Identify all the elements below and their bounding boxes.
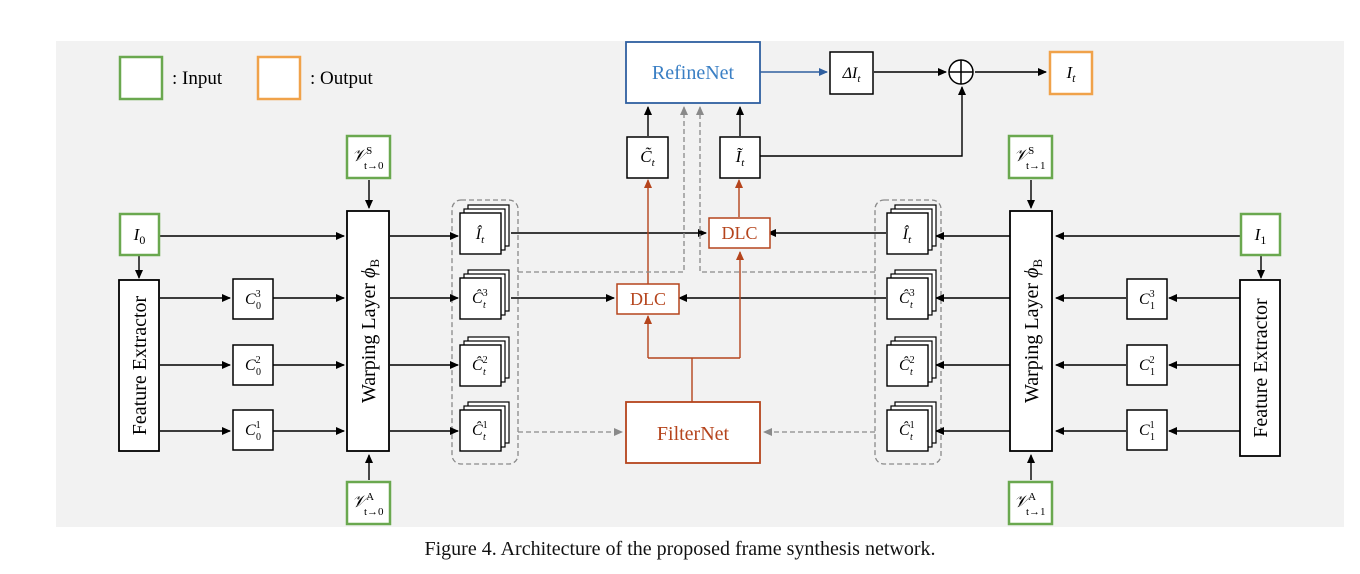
svg-text:C2: C2 bbox=[1139, 355, 1155, 374]
svg-text:0: 0 bbox=[256, 367, 261, 378]
warping-layer-left-label: Warping Layer ϕB bbox=[358, 259, 382, 403]
dlc-label-upper: DLC bbox=[722, 223, 758, 243]
svg-text:Ît: Ît bbox=[475, 224, 485, 246]
warping-layer-right bbox=[1009, 210, 1053, 452]
feature-extractor-right bbox=[1239, 279, 1281, 457]
warped-group-left bbox=[451, 199, 519, 465]
warping-layer-left bbox=[346, 210, 390, 452]
i-tilde-node: Ĩt bbox=[719, 136, 761, 179]
feature-extractor-right-label: Feature Extractor bbox=[1250, 298, 1272, 438]
feature-extractor-left-label: Feature Extractor bbox=[129, 295, 151, 435]
warped-stack-right-c2: Ĉ2 t bbox=[886, 336, 937, 387]
c-tilde-node: C̃t bbox=[626, 136, 669, 179]
delta-it-node: ΔIt bbox=[829, 51, 874, 95]
warping-layer-right-label: Warping Layer ϕB bbox=[1021, 259, 1045, 403]
svg-text:t→1: t→1 bbox=[1026, 160, 1046, 172]
svg-text:t→0: t→0 bbox=[364, 160, 384, 172]
feature-extractor-left bbox=[118, 279, 160, 452]
svg-text:t→0: t→0 bbox=[364, 506, 384, 518]
warped-stack-right-c3: Ĉ3 t bbox=[886, 269, 937, 320]
legend-output-swatch bbox=[256, 55, 302, 101]
svg-text:t: t bbox=[483, 367, 486, 378]
svg-text:It: It bbox=[1065, 63, 1076, 85]
svg-text:t: t bbox=[910, 432, 913, 443]
svg-text:I1: I1 bbox=[1254, 225, 1267, 247]
feature-c1-3: C3 1 bbox=[1126, 278, 1168, 320]
svg-text:0: 0 bbox=[256, 301, 261, 312]
feature-c1-2: C2 1 bbox=[1126, 344, 1168, 386]
warped-stack-left-c1: Ĉ1 t bbox=[459, 401, 510, 452]
feature-c0-1: C1 0 bbox=[232, 409, 274, 451]
legend-output-label: : Output bbox=[310, 68, 374, 89]
svg-text:t: t bbox=[910, 367, 913, 378]
filternet-block bbox=[625, 401, 761, 464]
warped-stack-left-c3: Ĉ3 t bbox=[459, 269, 510, 320]
svg-text:C3: C3 bbox=[245, 289, 261, 308]
svg-text:Ĉ3: Ĉ3 bbox=[899, 288, 915, 307]
feature-c0-2: C2 0 bbox=[232, 344, 274, 386]
svg-text:Ĩt: Ĩt bbox=[735, 147, 746, 169]
warped-stack-right-it: Ît bbox=[886, 204, 937, 255]
svg-text:Ît: Ît bbox=[902, 224, 912, 246]
figure-caption: Figure 4. Architecture of the proposed f… bbox=[424, 538, 936, 560]
dlc-block-upper bbox=[708, 217, 771, 249]
warped-stack-left-c2: Ĉ2 t bbox=[459, 336, 510, 387]
svg-text:Ĉ2: Ĉ2 bbox=[899, 355, 915, 374]
legend-input-swatch bbox=[118, 55, 164, 101]
filternet-label: FilterNet bbox=[657, 423, 730, 445]
sum-node bbox=[948, 59, 974, 85]
feature-c0-3: C3 0 bbox=[232, 278, 274, 320]
svg-text:ΔIt: ΔIt bbox=[842, 65, 862, 85]
input-flow-s1-node: 𝒱S t→1 bbox=[1007, 134, 1054, 180]
refinenet-block bbox=[625, 41, 761, 104]
dlc-block-lower bbox=[616, 283, 680, 315]
svg-text:Ĉ2: Ĉ2 bbox=[472, 355, 488, 374]
svg-text:I0: I0 bbox=[133, 225, 146, 247]
svg-text:Ĉ1: Ĉ1 bbox=[472, 420, 488, 439]
svg-text:t: t bbox=[483, 432, 486, 443]
svg-text:C2: C2 bbox=[245, 355, 261, 374]
svg-text:1: 1 bbox=[1150, 301, 1155, 312]
legend-input-label: : Input bbox=[172, 68, 223, 89]
svg-text:C3: C3 bbox=[1139, 289, 1155, 308]
input-flow-a0-node: 𝒱A t→0 bbox=[345, 480, 392, 526]
warped-group-right bbox=[874, 199, 942, 465]
input-i0-node: I0 bbox=[118, 212, 161, 257]
input-i1-node: I1 bbox=[1239, 212, 1282, 257]
feature-c1-1: C1 1 bbox=[1126, 409, 1168, 451]
svg-text:C1: C1 bbox=[1139, 420, 1155, 439]
output-it-node: It bbox=[1048, 50, 1094, 96]
refinenet-label: RefineNet bbox=[652, 62, 735, 84]
svg-text:1: 1 bbox=[1150, 367, 1155, 378]
svg-text:t: t bbox=[910, 300, 913, 311]
svg-text:t→1: t→1 bbox=[1026, 506, 1046, 518]
svg-text:1: 1 bbox=[1150, 432, 1155, 443]
input-flow-s0-node: 𝒱S t→0 bbox=[345, 134, 392, 180]
warped-stack-left-it: Ît bbox=[459, 204, 510, 255]
svg-text:t: t bbox=[483, 300, 486, 311]
dlc-label-lower: DLC bbox=[630, 289, 666, 309]
warped-stack-right-c1: Ĉ1 t bbox=[886, 401, 937, 452]
input-flow-a1-node: 𝒱A t→1 bbox=[1007, 480, 1054, 526]
svg-text:Ĉ3: Ĉ3 bbox=[472, 288, 488, 307]
svg-text:0: 0 bbox=[256, 432, 261, 443]
svg-text:C1: C1 bbox=[245, 420, 261, 439]
svg-text:C̃t: C̃t bbox=[640, 147, 655, 169]
svg-text:Ĉ1: Ĉ1 bbox=[899, 420, 915, 439]
